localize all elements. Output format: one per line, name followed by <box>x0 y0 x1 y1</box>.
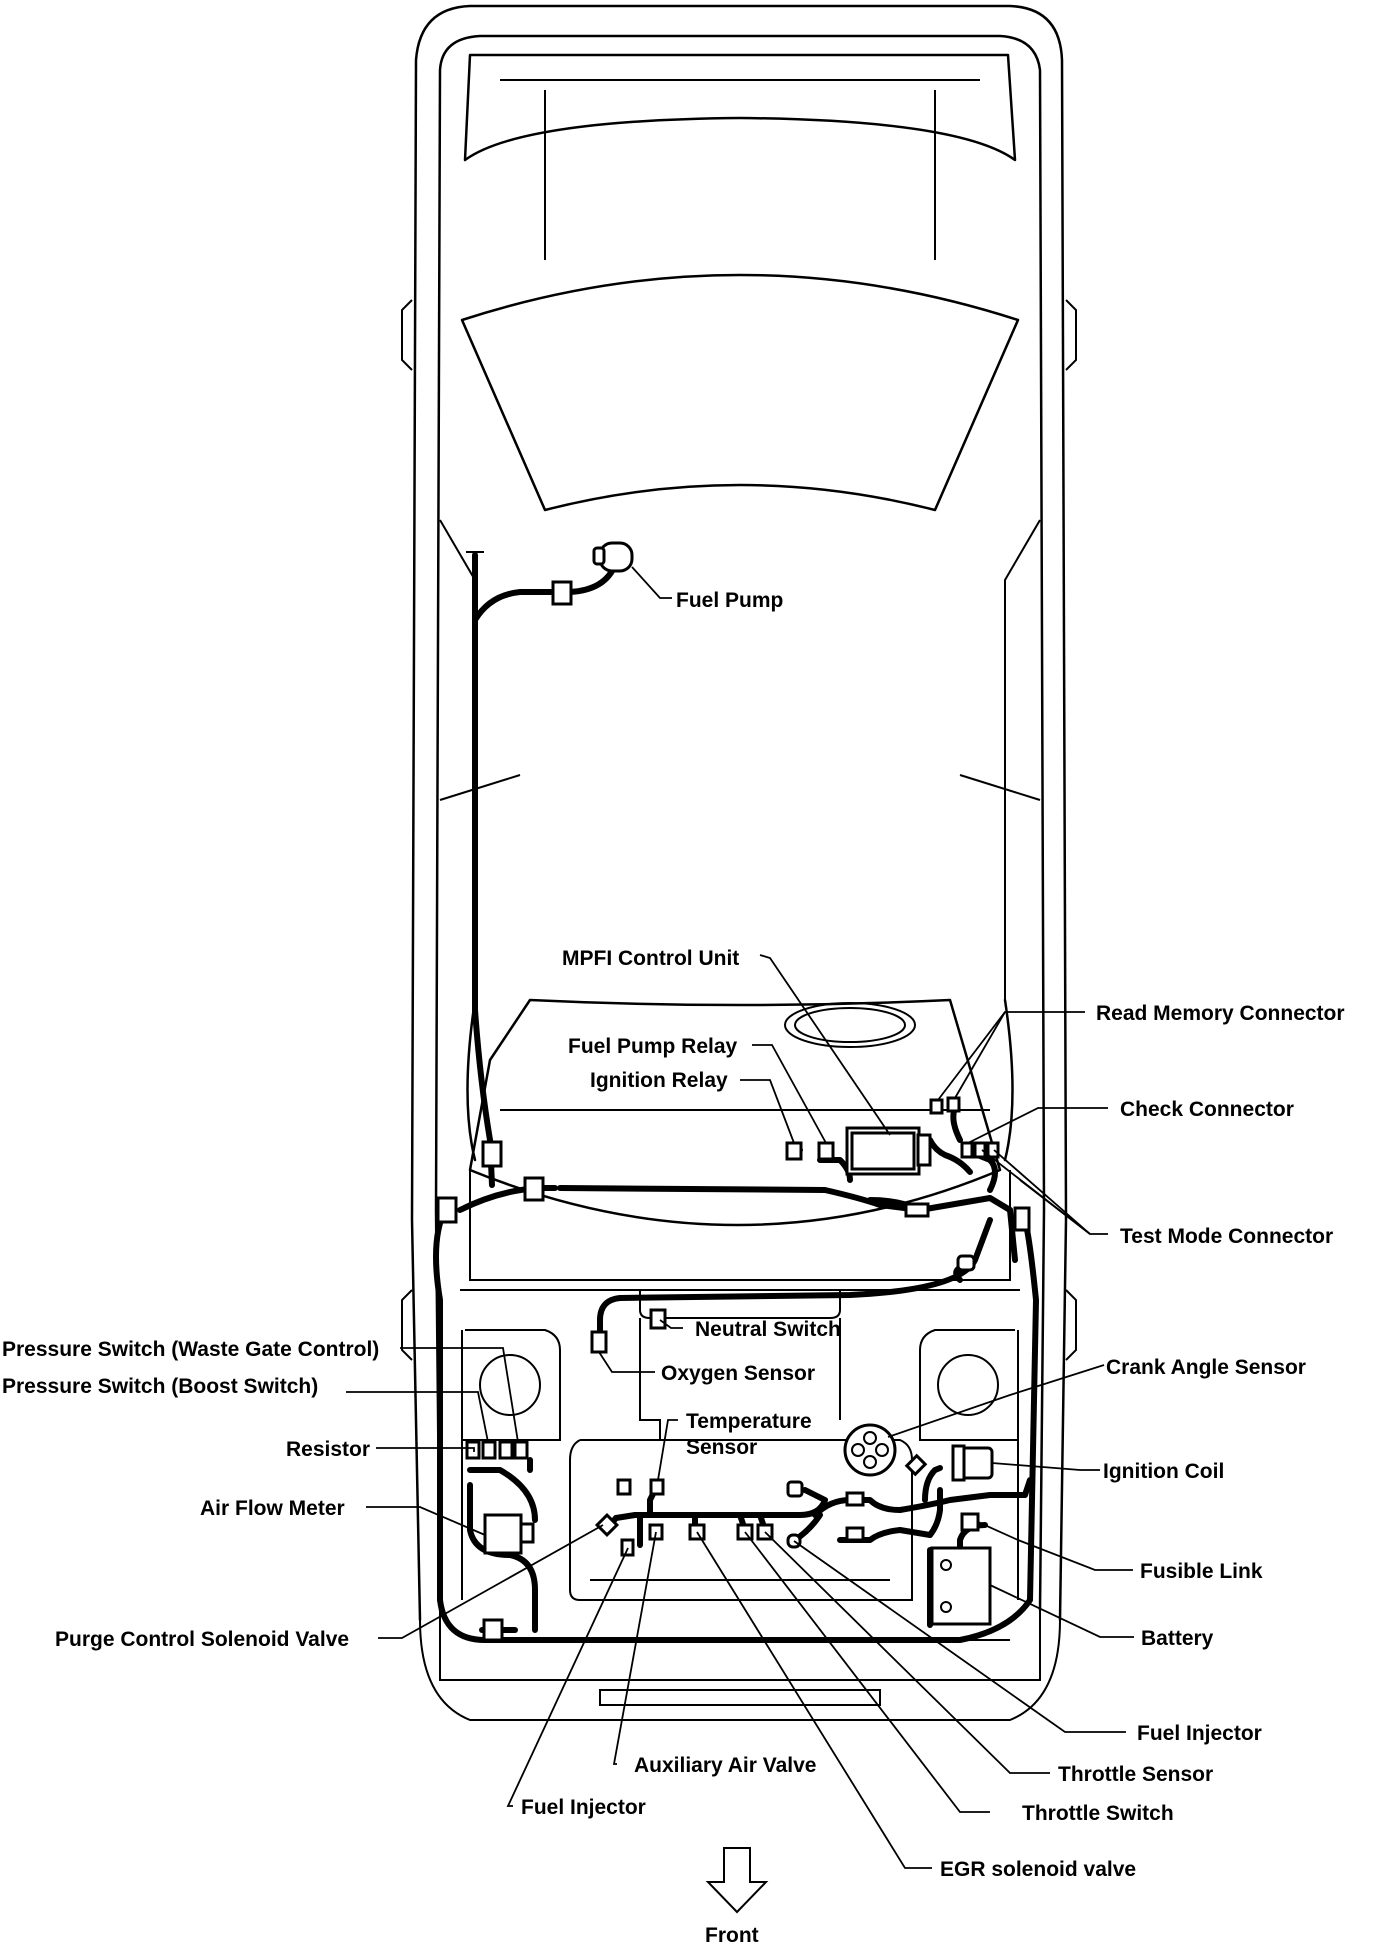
label-crank-angle-sensor: Crank Angle Sensor <box>1106 1356 1306 1379</box>
harness-connector-right <box>1013 1206 1031 1232</box>
read-memory-connector-b <box>946 1096 961 1113</box>
label-auxiliary-air-valve: Auxiliary Air Valve <box>634 1754 817 1777</box>
inline-connector-b <box>845 1526 865 1542</box>
resistor-a <box>465 1440 481 1460</box>
label-fuel-injector-right: Fuel Injector <box>1137 1722 1262 1745</box>
test-mode-connector-a <box>973 1141 987 1159</box>
label-read-memory-connector: Read Memory Connector <box>1096 1002 1345 1025</box>
fuel-injector-left <box>620 1538 635 1557</box>
label-throttle-switch: Throttle Switch <box>1022 1802 1174 1825</box>
harness-connector-cowl <box>523 1176 545 1202</box>
fuel-pump-terminal <box>592 546 606 566</box>
ignition-relay <box>785 1141 803 1161</box>
read-memory-connector-a <box>929 1098 944 1115</box>
label-air-flow-meter: Air Flow Meter <box>200 1497 345 1520</box>
purge-control-solenoid-valve <box>482 1618 504 1642</box>
label-egr-solenoid-valve: EGR solenoid valve <box>940 1858 1136 1881</box>
purge-connector <box>594 1512 620 1538</box>
temperature-sensor-a <box>616 1478 632 1496</box>
label-temperature-sensor-line2: Sensor <box>686 1436 757 1459</box>
battery <box>930 1546 992 1626</box>
label-pressure-switch-boost: Pressure Switch (Boost Switch) <box>2 1375 318 1398</box>
mpfi-control-unit-inner <box>850 1131 916 1171</box>
label-neutral-switch: Neutral Switch <box>695 1318 841 1341</box>
temperature-sensor-b <box>649 1478 665 1496</box>
label-temperature-sensor-line1: Temperature <box>686 1410 812 1433</box>
test-mode-connector-b <box>986 1141 1000 1159</box>
front-arrow-icon <box>705 1847 769 1914</box>
label-ignition-coil: Ignition Coil <box>1103 1460 1224 1483</box>
inline-connector-a <box>845 1491 865 1507</box>
harness-clip <box>956 1254 976 1272</box>
label-battery: Battery <box>1141 1627 1214 1650</box>
components <box>436 541 1031 1642</box>
ignition-coil <box>960 1446 994 1480</box>
ignition-coil-connector <box>951 1444 966 1482</box>
harness-connector-left-b <box>436 1196 458 1224</box>
label-test-mode-connector: Test Mode Connector <box>1120 1225 1333 1248</box>
label-oxygen-sensor: Oxygen Sensor <box>661 1362 815 1385</box>
pressure-switch-boost <box>498 1440 514 1460</box>
wiring-harness <box>433 547 1039 1643</box>
mpfi-connector <box>916 1133 932 1167</box>
engine-connector <box>786 1480 804 1498</box>
label-mpfi-control-unit: MPFI Control Unit <box>562 947 739 970</box>
labels: Fuel Pump MPFI Control Unit Read Memory … <box>2 589 1345 1947</box>
junction-connector <box>904 1202 930 1218</box>
neutral-switch <box>649 1308 667 1330</box>
label-front: Front <box>705 1924 759 1947</box>
fuel-pump-relay <box>817 1141 835 1161</box>
label-ignition-relay: Ignition Relay <box>590 1069 728 1092</box>
label-fuel-injector-left: Fuel Injector <box>521 1796 646 1819</box>
label-purge-control-solenoid-valve: Purge Control Solenoid Valve <box>55 1628 349 1651</box>
resistor-b <box>481 1440 497 1460</box>
cabin-outline <box>439 53 1041 1162</box>
label-throttle-sensor: Throttle Sensor <box>1058 1763 1213 1786</box>
air-flow-meter <box>483 1513 523 1555</box>
check-connector <box>960 1141 974 1159</box>
label-resistor: Resistor <box>286 1438 370 1461</box>
leader-lines <box>346 566 1134 1869</box>
oxygen-sensor <box>590 1330 608 1354</box>
pressure-switch-waste-gate <box>513 1440 529 1460</box>
fusible-link <box>960 1512 980 1532</box>
label-fusible-link: Fusible Link <box>1140 1560 1263 1583</box>
label-fuel-pump-relay: Fuel Pump Relay <box>568 1035 738 1058</box>
crank-angle-sensor <box>843 1423 897 1477</box>
fuel-pump-connector <box>551 580 573 606</box>
air-flow-meter-connector <box>519 1522 535 1544</box>
engine-compartment <box>461 1290 1019 1601</box>
harness-connector-left-a <box>481 1140 503 1168</box>
crank-angle-connector <box>904 1453 928 1477</box>
label-fuel-pump: Fuel Pump <box>676 589 783 612</box>
label-check-connector: Check Connector <box>1120 1098 1294 1121</box>
label-pressure-switch-waste-gate: Pressure Switch (Waste Gate Control) <box>2 1338 379 1361</box>
